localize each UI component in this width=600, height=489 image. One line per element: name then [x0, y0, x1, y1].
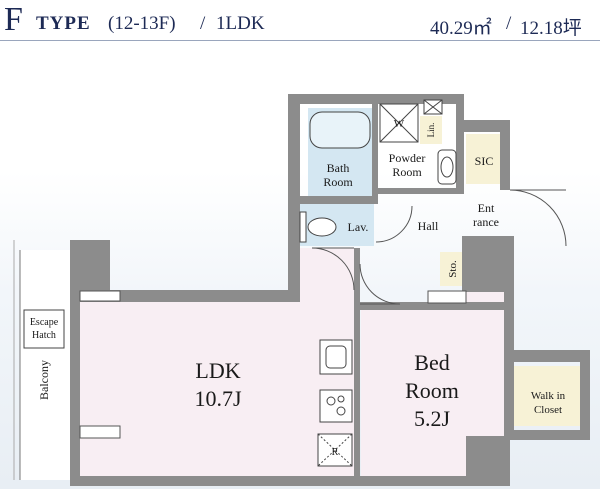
wall-core-left	[288, 94, 300, 302]
plan-header: F TYPE (12-13F) / 1LDK 40.29㎡ / 12.18坪	[0, 0, 600, 44]
wall-left-block	[70, 240, 110, 290]
sic-floor	[466, 134, 502, 184]
escape-hatch	[23, 309, 65, 349]
type-word: TYPE	[36, 13, 91, 34]
ldk-window-left	[79, 425, 121, 439]
wall-bath-divider	[372, 100, 378, 200]
ldk-window-top	[79, 290, 121, 302]
toilet-tank	[299, 211, 307, 243]
header-rule	[0, 40, 600, 41]
walkin-name-1: Walk in	[531, 390, 566, 402]
walls	[70, 94, 590, 486]
kitchen-sink	[325, 345, 347, 369]
bed-size: 5.2J	[414, 406, 451, 431]
wall-walkin-bottom	[504, 430, 590, 440]
bed-name-2: Room	[405, 378, 459, 403]
floor-range: (12-13F)	[108, 13, 176, 34]
bath-name-1: Bath	[327, 161, 350, 175]
wall-bath-bottom	[298, 196, 378, 204]
storage-name: Sto.	[447, 260, 459, 278]
burner-2	[336, 406, 346, 416]
bed-door-swing	[359, 263, 401, 305]
layout-type: 1LDK	[216, 13, 265, 34]
entrance-name-1: Ent	[478, 201, 495, 215]
balcony-name: Balcony	[37, 360, 51, 400]
powder-name-2: Room	[392, 165, 422, 179]
entrance-door-swing	[509, 189, 567, 247]
wall-walkin-top	[504, 350, 590, 362]
powder-sink	[437, 149, 457, 185]
wall-powder-bottom	[378, 188, 464, 194]
wall-sic-top	[456, 120, 508, 132]
linen-floor	[420, 116, 442, 144]
walkin-name-2: Closet	[534, 404, 562, 416]
area-tsubo: 12.18坪	[520, 18, 582, 39]
room-labels: LDK 10.7J Bed Room 5.2J Bath Room Powder…	[30, 118, 566, 458]
wall-powder-right	[456, 94, 464, 194]
bed-window-top	[427, 290, 467, 304]
floor-fills	[20, 108, 584, 480]
sic-name: SIC	[475, 154, 494, 168]
kitchen-sink-counter	[319, 339, 353, 375]
stove	[319, 389, 353, 423]
wall-core-top	[288, 94, 464, 104]
wall-entrance-block	[462, 236, 510, 292]
wall-ldk-top	[70, 290, 300, 302]
ldk-size: 10.7J	[194, 386, 242, 411]
ldk-door-swing	[311, 247, 355, 291]
bed-name-1: Bed	[414, 350, 449, 375]
fridge	[317, 433, 353, 467]
washer-label: W	[394, 118, 405, 130]
escape-name-1: Escape	[30, 317, 59, 328]
lav-name: Lav.	[348, 220, 369, 234]
bath-name-2: Room	[323, 175, 353, 189]
wall-ldk-bed-divider	[354, 248, 360, 478]
type-letter: F	[4, 1, 23, 38]
washer-cross-b	[379, 103, 419, 143]
area-separator: /	[506, 13, 512, 34]
toilet-bowl	[307, 217, 337, 237]
doors	[79, 189, 567, 439]
wall-bed-right	[504, 236, 514, 436]
wall-sic-right	[500, 120, 510, 190]
wall-bed-top	[354, 302, 508, 310]
burner-3	[337, 395, 345, 403]
wall-walkin-right	[580, 350, 590, 440]
lav-door-swing	[375, 205, 413, 243]
bathtub	[309, 111, 371, 149]
vent-cross-b	[423, 99, 443, 115]
header-separator: /	[200, 13, 206, 34]
wall-left	[70, 240, 80, 480]
powder-name-1: Powder	[389, 151, 426, 165]
area-sqm: 40.29㎡	[430, 18, 492, 39]
balcony-floor	[20, 250, 70, 480]
burner-1	[326, 396, 336, 406]
wall-bottom-right-block	[466, 436, 510, 480]
hall-name: Hall	[418, 219, 439, 233]
entrance-name-2: rance	[473, 215, 499, 229]
ldk-floor	[78, 302, 354, 478]
fridge-label: R	[332, 447, 339, 458]
ldk-name: LDK	[195, 358, 240, 383]
ldk-alcove-floor	[298, 248, 358, 304]
wall-bottom	[70, 476, 510, 486]
powder-basin	[440, 156, 454, 178]
walkin-floor	[512, 366, 584, 426]
linen-name: Lin.	[426, 123, 436, 138]
storage-floor	[440, 252, 464, 286]
escape-name-2: Hatch	[32, 330, 56, 341]
fixtures	[13, 99, 457, 480]
